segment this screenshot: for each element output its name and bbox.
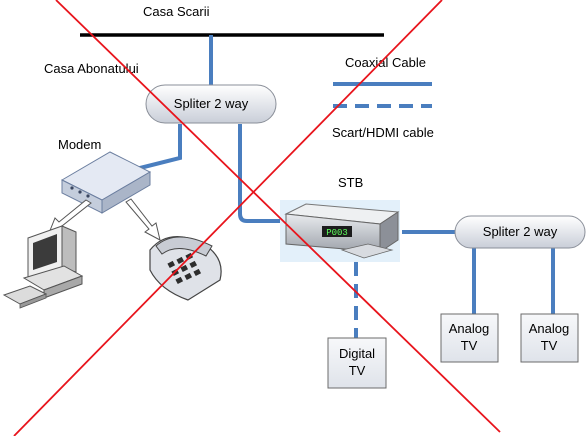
analog-tv-2-label-line2: TV	[541, 338, 558, 353]
splitter-top	[145, 84, 277, 124]
computer-icon	[2, 225, 84, 309]
splitter-right	[454, 215, 586, 249]
modem-label: Modem	[58, 137, 101, 152]
modem-icon	[60, 151, 152, 214]
digital-tv-box	[327, 337, 387, 389]
telephone-icon	[149, 235, 222, 301]
cross-line-2	[13, 0, 443, 436]
arrow-modem-to-phone	[125, 198, 161, 241]
analog-tv-1-label-line2: TV	[461, 338, 478, 353]
analog-tv-1-label-line1: Analog	[449, 321, 489, 336]
splitter-right-label: Spliter 2 way	[483, 224, 558, 239]
digital-tv-label-line1: Digital	[339, 346, 375, 361]
casa-scarii-label: Casa Scarii	[143, 4, 210, 19]
stb-device: P003	[280, 200, 400, 262]
cable-splitter-to-stb	[238, 124, 284, 223]
digital-tv-label-line2: TV	[349, 363, 366, 378]
stb-label: STB	[338, 175, 363, 190]
cable-splitter-to-modem	[131, 124, 182, 172]
analog-tv-2-label-line1: Analog	[529, 321, 569, 336]
analog-tv-box-2	[520, 313, 579, 363]
cables	[131, 35, 555, 338]
cross-line-1	[55, 0, 501, 433]
analog-tv-box-1	[440, 313, 499, 363]
legend-coaxial-label: Coaxial Cable	[345, 55, 426, 70]
stb-display-text: P003	[326, 228, 348, 238]
casa-abonatului-label: Casa Abonatului	[44, 61, 139, 76]
legend-scart-label: Scart/HDMI cable	[332, 125, 434, 140]
splitter-top-label: Spliter 2 way	[174, 96, 249, 111]
